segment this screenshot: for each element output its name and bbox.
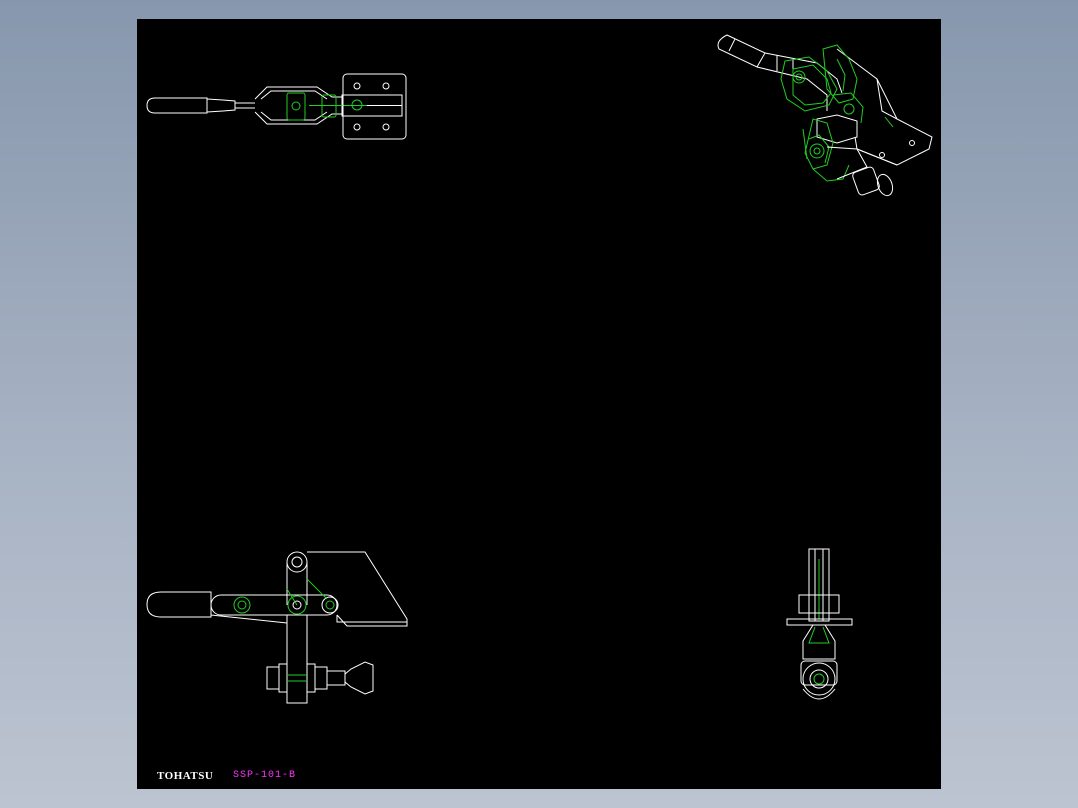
side-view-lever — [808, 548, 830, 622]
title-block-brand: TOHATSU — [157, 770, 214, 782]
front-view-nut — [306, 663, 316, 693]
top-view-hidden-pin — [291, 101, 301, 111]
drawing-sheet[interactable]: TOHATSU SSP-101-B — [137, 19, 941, 789]
front-view-base — [336, 615, 407, 623]
front-view-pivot — [321, 596, 339, 614]
top-view-base-plate — [342, 73, 407, 140]
front-view-hidden-pin — [237, 600, 247, 610]
front-view-handle-arm — [210, 594, 338, 616]
top-view-hidden-pin — [351, 99, 363, 111]
front-view-nut — [278, 663, 288, 693]
iso-hidden-mechanism — [780, 44, 894, 182]
top-view-mount-hole — [353, 123, 361, 131]
top-view-mount-hole — [353, 82, 361, 90]
side-view-tip-base — [802, 688, 836, 700]
top-view-lever-arm — [260, 111, 328, 121]
front-view-hidden-link — [306, 578, 328, 600]
top-view-handle-shaft — [206, 98, 236, 113]
iso-frame — [816, 48, 933, 166]
front-view-nut — [314, 666, 328, 690]
top-view-lever-arm — [254, 86, 342, 100]
front-view-body — [286, 614, 308, 704]
iso-spindle — [826, 146, 894, 197]
side-view-hidden-neck — [808, 626, 830, 644]
front-view-link-pivot — [286, 551, 308, 573]
front-view-hidden-pin — [233, 596, 251, 614]
side-view-base-plate — [786, 618, 853, 626]
side-view-pivot-block — [798, 594, 840, 614]
front-view-hidden-link — [286, 588, 298, 606]
drawing-canvas — [146, 34, 933, 704]
top-view-mount-hole — [382, 123, 390, 131]
top-view-hidden-pivot — [286, 92, 306, 121]
side-view-tip-inner — [809, 669, 829, 689]
title-block-part-number: SSP-101-B — [233, 770, 297, 781]
side-view[interactable] — [786, 548, 853, 700]
top-view[interactable] — [146, 73, 407, 140]
front-view-spindle — [326, 670, 346, 686]
front-view-rubber-tip — [344, 661, 374, 695]
front-view[interactable] — [146, 551, 408, 704]
top-view-lever-arm — [254, 111, 342, 125]
side-view-rubber-tip — [802, 662, 836, 696]
front-view-pivot-pin — [292, 600, 302, 610]
side-view-spindle-nut — [800, 660, 838, 686]
top-view-handle-grip — [146, 97, 208, 114]
front-view-hidden-pin — [325, 600, 335, 610]
front-view-nut — [266, 666, 280, 690]
front-view-handle-grip — [146, 591, 212, 618]
front-view-arm-slope — [210, 614, 288, 624]
front-view-hidden-pin — [287, 595, 307, 615]
top-view-lever-arm — [260, 90, 328, 100]
side-view-hidden-thread — [813, 673, 825, 685]
iso-lever — [756, 52, 843, 111]
side-view-neck — [802, 624, 836, 660]
top-view-mount-hole — [382, 82, 390, 90]
iso-handle-grip — [717, 34, 766, 68]
front-view-link-pin — [291, 556, 303, 568]
top-view-hidden-pivot — [321, 94, 337, 118]
isometric-view[interactable] — [717, 34, 933, 198]
